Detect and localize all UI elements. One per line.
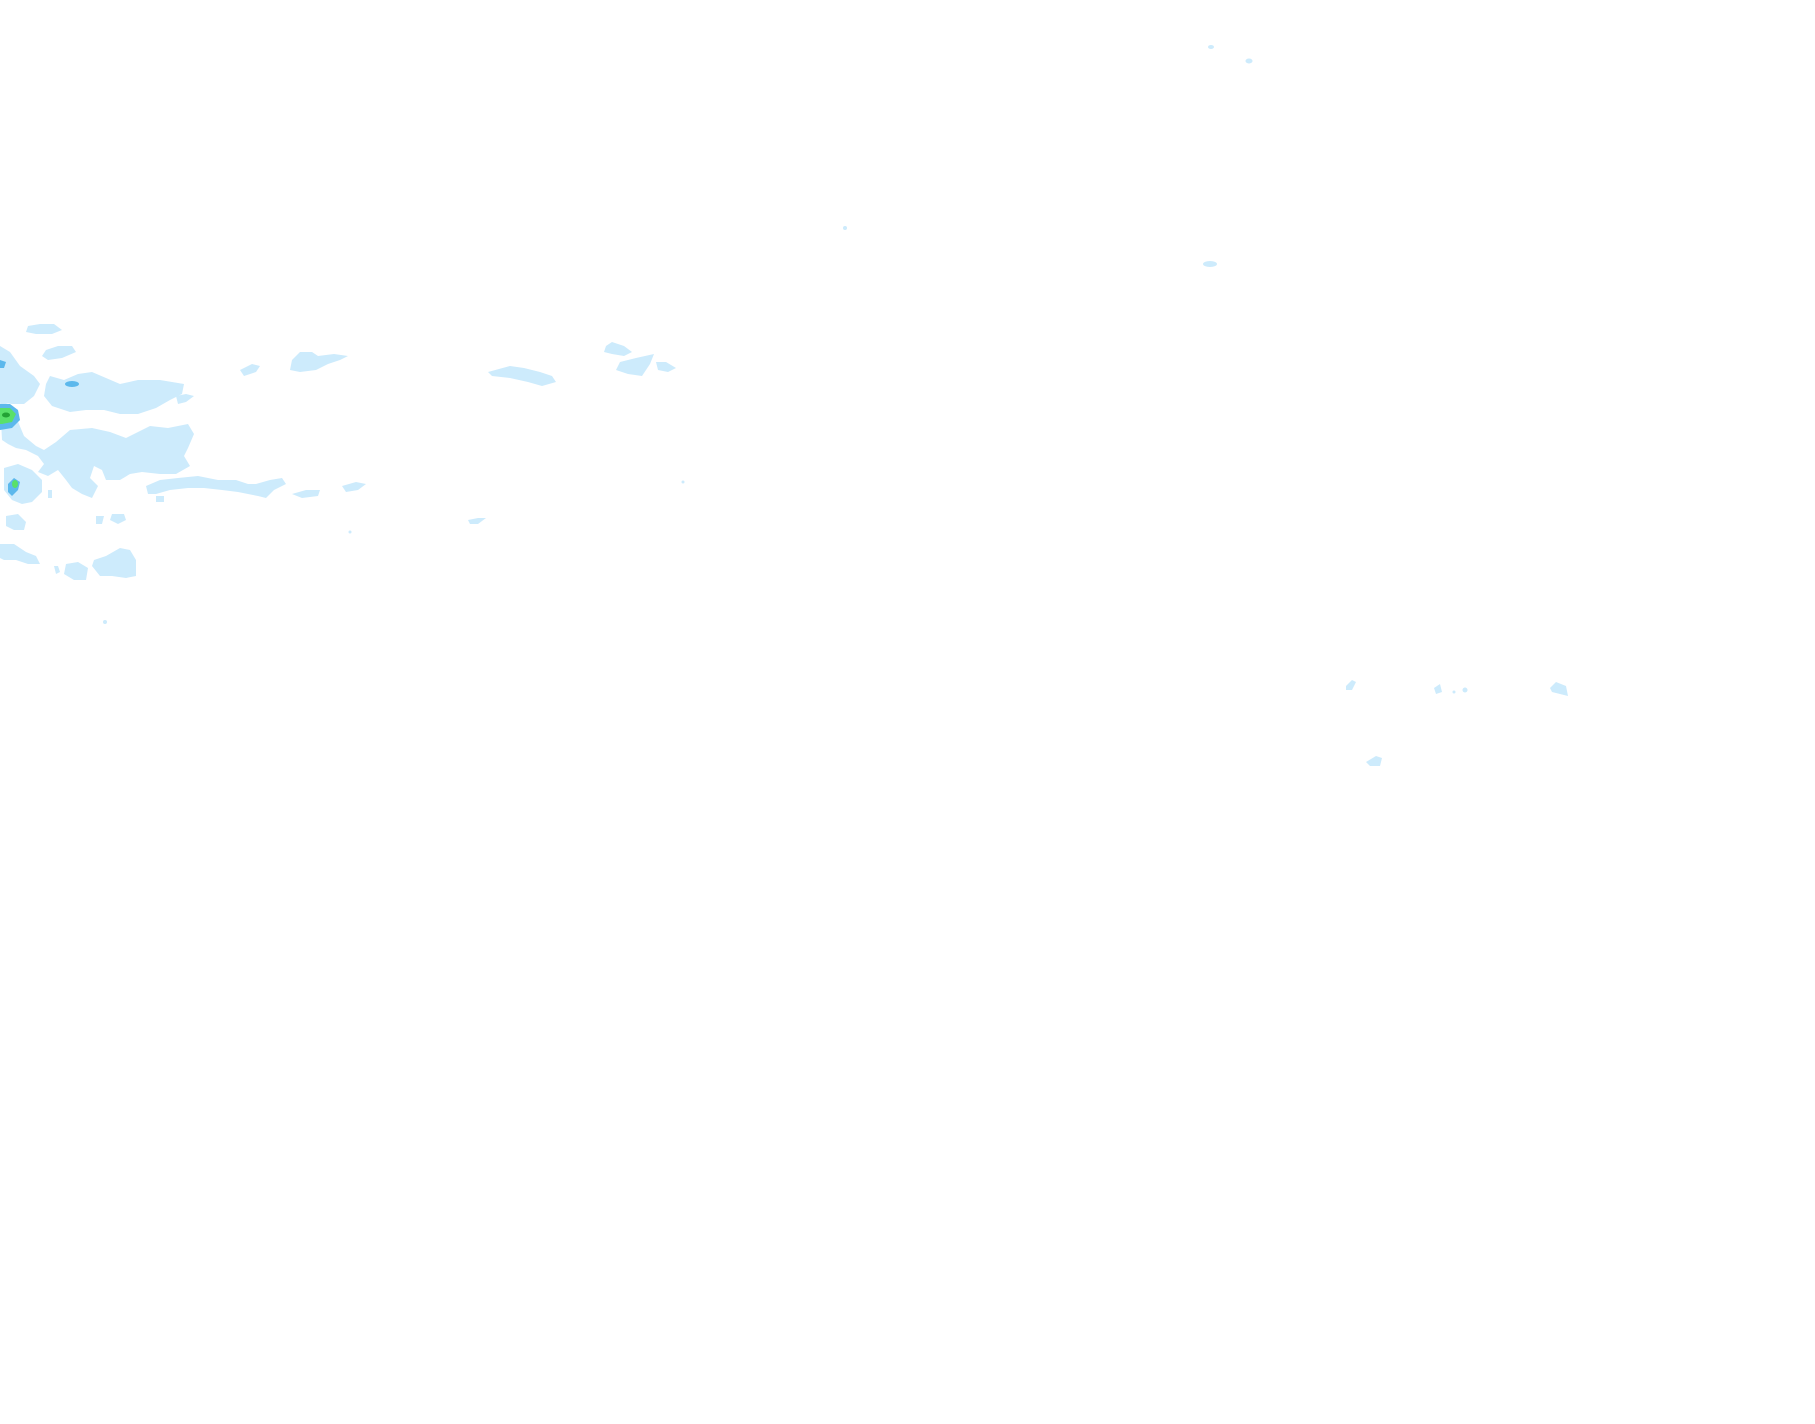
echo-cell <box>1452 690 1456 694</box>
echo-cell <box>1434 684 1442 694</box>
echo-cell <box>604 342 632 356</box>
echo-cell <box>156 496 164 502</box>
echo-cell <box>1346 680 1356 690</box>
echo-cell <box>290 352 348 372</box>
echo-cell <box>1203 261 1217 267</box>
echo-cell <box>26 324 62 334</box>
precip-level-1-layer <box>0 45 1568 766</box>
echo-cell <box>348 530 352 534</box>
echo-cell <box>1462 687 1468 693</box>
echo-cell <box>42 346 76 360</box>
echo-cell <box>0 346 40 404</box>
echo-cell <box>48 490 52 498</box>
echo-cell <box>65 381 79 387</box>
echo-cell <box>92 548 136 578</box>
echo-cell <box>292 490 320 498</box>
echo-cell <box>44 372 184 414</box>
echo-cell <box>656 362 676 372</box>
echo-cell <box>616 354 654 376</box>
echo-cell <box>1245 58 1253 64</box>
echo-cell <box>54 566 60 574</box>
echo-cell <box>176 394 194 404</box>
echo-cell <box>2 412 10 418</box>
echo-cell <box>0 360 6 368</box>
echo-cell <box>240 364 260 376</box>
echo-cell <box>1550 682 1568 696</box>
echo-cell <box>64 562 88 580</box>
echo-cell <box>843 226 847 230</box>
echo-cell <box>96 516 104 524</box>
echo-cell <box>12 480 18 488</box>
echo-cell <box>681 480 685 484</box>
echo-cell <box>468 518 486 524</box>
echo-cell <box>1366 756 1382 766</box>
echo-cell <box>342 482 366 492</box>
precip-level-4-layer <box>2 412 10 418</box>
echo-cell <box>0 400 194 498</box>
echo-cell <box>1208 45 1214 49</box>
echo-cell <box>110 514 126 524</box>
echo-cell <box>0 544 40 564</box>
echo-cell <box>488 366 556 386</box>
echo-cell <box>146 476 286 498</box>
echo-cell <box>6 514 26 530</box>
echo-cell <box>103 620 107 624</box>
